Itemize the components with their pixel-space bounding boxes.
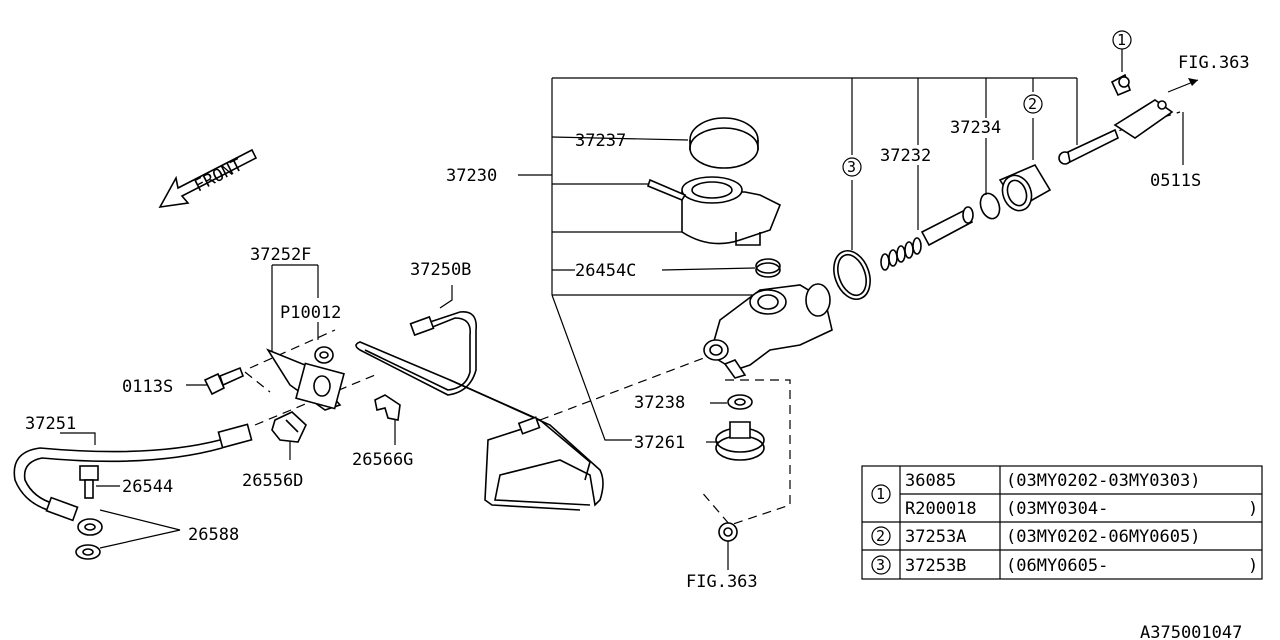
label-37234: 37234 <box>950 118 1001 138</box>
label-fig363-top: FIG.363 <box>1178 53 1250 73</box>
seal-26454C <box>755 258 781 278</box>
label-37230: 37230 <box>446 166 497 186</box>
label-0511S: 0511S <box>1150 171 1201 191</box>
boot-marker2 <box>998 163 1052 212</box>
table-part-1: 36085 <box>905 471 956 491</box>
table-range-4: (06MY0605- <box>1006 556 1108 576</box>
label-fig363-bottom: FIG.363 <box>686 572 758 592</box>
table-range-2: (03MY0304- <box>1006 499 1108 519</box>
label-37238: 37238 <box>634 393 685 413</box>
label-26588: 26588 <box>188 525 239 545</box>
fig-arrow-icon <box>1167 78 1199 93</box>
washers-26588 <box>75 518 103 560</box>
table-marker-2: 2 <box>876 527 885 545</box>
master-cylinder-body <box>703 283 833 379</box>
snap-ring-37234 <box>979 192 1001 220</box>
label-26454C: 26454C <box>575 261 636 281</box>
svg-text:2: 2 <box>1028 95 1037 113</box>
supersession-table: 1 2 3 36085 (03MY0202-03MY0303) R200018 … <box>861 465 1263 580</box>
label-37250B: 37250B <box>410 260 471 280</box>
banjo-bolt-26544 <box>79 465 99 499</box>
table-marker-3: 3 <box>876 556 885 574</box>
push-rod <box>1058 73 1174 165</box>
table-part-3: 37253A <box>905 527 966 547</box>
washer-P10012 <box>314 346 334 364</box>
clutch-hose <box>13 423 253 522</box>
marker-1: 1 <box>1112 30 1132 72</box>
table-marker-1: 1 <box>876 485 885 503</box>
svg-text:3: 3 <box>847 158 856 176</box>
label-37237: 37237 <box>575 131 626 151</box>
marker-2: 2 <box>1023 94 1043 114</box>
leader-lines <box>60 77 1184 570</box>
table-part-2: R200018 <box>905 499 977 519</box>
table-close-4: ) <box>1248 556 1258 576</box>
label-37232: 37232 <box>880 146 931 166</box>
reservoir-cap <box>689 117 759 169</box>
svg-text:1: 1 <box>1117 31 1126 49</box>
label-0113S: 0113S <box>122 377 173 397</box>
table-part-4: 37253B <box>905 556 966 576</box>
label-26556D: 26556D <box>242 471 303 491</box>
clip-26566G <box>374 394 401 421</box>
table-close-2: ) <box>1248 499 1258 519</box>
reservoir <box>647 176 782 246</box>
seal-ring-marker3 <box>833 249 871 301</box>
bolt-0113S <box>203 366 245 396</box>
bracket-37252F <box>266 348 345 411</box>
nut-bottom <box>718 522 738 542</box>
table-range-3: (03MY0202-06MY0605) <box>1006 527 1200 547</box>
drawing-id: A375001047 <box>1140 623 1242 640</box>
front-label: FRONT <box>191 155 246 196</box>
label-37261: 37261 <box>634 433 685 453</box>
fitting-37261 <box>715 421 765 461</box>
front-arrow: FRONT <box>158 148 258 209</box>
piston-spring <box>880 206 974 271</box>
washer-37238 <box>727 394 753 410</box>
callout-labels: 37237 37230 26454C 37232 37234 0511S FIG… <box>25 53 1250 640</box>
clip-26556D <box>271 411 307 443</box>
table-range-1: (03MY0202-03MY0303) <box>1006 471 1200 491</box>
clutch-pipe <box>355 311 604 511</box>
label-P10012: P10012 <box>280 303 341 323</box>
label-37251: 37251 <box>25 414 76 434</box>
label-26566G: 26566G <box>352 450 413 470</box>
label-26544: 26544 <box>122 477 173 497</box>
marker-3: 3 <box>842 157 862 177</box>
label-37252F: 37252F <box>250 245 311 265</box>
